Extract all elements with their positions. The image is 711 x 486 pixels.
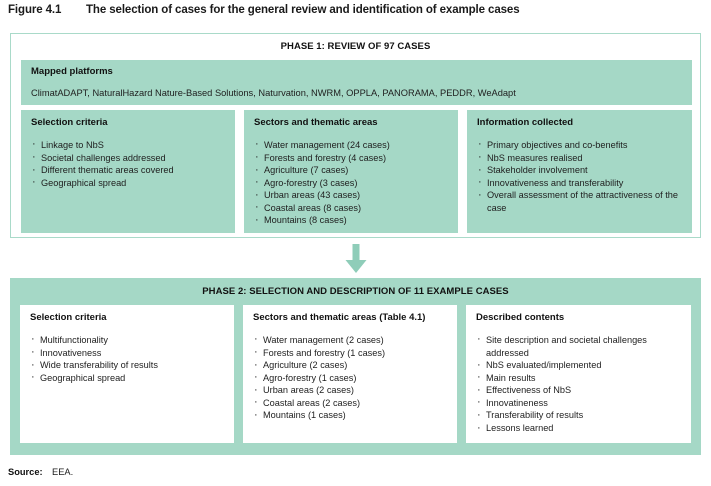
mapped-platforms-banner: Mapped platforms ClimatADAPT, NaturalHaz… (21, 60, 692, 105)
list-item: Multifunctionality (30, 333, 224, 347)
card-list: Linkage to NbS Societal challenges addre… (31, 138, 225, 190)
flow-arrow (0, 243, 711, 275)
figure-caption: Figure 4.1 The selection of cases for th… (8, 4, 703, 16)
phase-2-card-described-contents: Described contents Site description and … (466, 305, 691, 443)
list-item: Mountains (8 cases) (254, 214, 448, 227)
card-list: Site description and societal challenges… (476, 333, 681, 435)
list-item: Societal challenges addressed (31, 151, 225, 165)
mapped-platforms-heading: Mapped platforms (31, 66, 113, 77)
card-title: Information collected (477, 117, 574, 128)
list-item: Main results (476, 371, 681, 385)
list-item: Forests and forestry (1 cases) (253, 346, 447, 360)
phase-2-header: PHASE 2: SELECTION AND DESCRIPTION OF 11… (202, 286, 509, 297)
list-item: Urban areas (43 cases) (254, 189, 448, 202)
list-item: Coastal areas (2 cases) (253, 396, 447, 410)
list-item: Innovatineness (476, 396, 681, 410)
list-item: Lessons learned (476, 422, 681, 435)
list-item: Transferability of results (476, 409, 681, 422)
phase-2-container: PHASE 2: SELECTION AND DESCRIPTION OF 11… (10, 278, 701, 455)
list-item: Innovativeness and transferability (477, 176, 682, 190)
card-title: Selection criteria (30, 312, 107, 323)
list-item: Overall assessment of the attractiveness… (477, 189, 682, 214)
list-item: Geographical spread (30, 371, 224, 385)
phase-1-header: PHASE 1: REVIEW OF 97 CASES (280, 41, 431, 52)
list-item: Water management (2 cases) (253, 333, 447, 347)
card-title: Sectors and thematic areas (Table 4.1) (253, 312, 426, 323)
list-item: Agro-forestry (1 cases) (253, 371, 447, 385)
card-list: Multifunctionality Innovativeness Wide t… (30, 333, 224, 385)
list-item: Agriculture (2 cases) (253, 359, 447, 372)
phase-1-cards: Selection criteria Linkage to NbS Societ… (21, 110, 692, 233)
list-item: Water management (24 cases) (254, 138, 448, 152)
list-item: Site description and societal challenges… (476, 333, 681, 359)
card-title: Sectors and thematic areas (254, 117, 378, 128)
phase-1-card-information-collected: Information collected Primary objectives… (467, 110, 692, 233)
card-list: Water management (2 cases) Forests and f… (253, 333, 447, 422)
list-item: Forests and forestry (4 cases) (254, 151, 448, 165)
source-value: EEA. (52, 467, 74, 477)
list-item: Linkage to NbS (31, 138, 225, 152)
arrow-down-icon (345, 244, 366, 273)
list-item: Primary objectives and co-benefits (477, 138, 682, 152)
list-item: NbS evaluated/implemented (476, 359, 681, 372)
card-title: Described contents (476, 312, 565, 323)
phase-2-card-selection-criteria: Selection criteria Multifunctionality In… (20, 305, 234, 443)
source-line: Source: EEA. (8, 467, 73, 477)
list-item: Different thematic areas covered (31, 164, 225, 177)
phase-2-cards: Selection criteria Multifunctionality In… (20, 305, 691, 443)
list-item: Coastal areas (8 cases) (254, 201, 448, 215)
list-item: Agro-forestry (3 cases) (254, 176, 448, 190)
phase-1-card-selection-criteria: Selection criteria Linkage to NbS Societ… (21, 110, 235, 233)
phase-2-card-sectors-thematic-areas: Sectors and thematic areas (Table 4.1) W… (243, 305, 457, 443)
source-label: Source: (8, 467, 43, 477)
list-item: Effectiveness of NbS (476, 384, 681, 397)
figure-number: Figure 4.1 (8, 4, 62, 16)
list-item: Wide transferability of results (30, 359, 224, 372)
list-item: Stakeholder involvement (477, 164, 682, 177)
card-list: Primary objectives and co-benefits NbS m… (477, 138, 682, 215)
figure-title: The selection of cases for the general r… (86, 4, 520, 16)
list-item: NbS measures realised (477, 151, 682, 165)
list-item: Innovativeness (30, 346, 224, 360)
list-item: Mountains (1 cases) (253, 409, 447, 422)
card-title: Selection criteria (31, 117, 108, 128)
card-list: Water management (24 cases) Forests and … (254, 138, 448, 227)
mapped-platforms-text: ClimatADAPT, NaturalHazard Nature-Based … (31, 88, 516, 98)
list-item: Geographical spread (31, 176, 225, 190)
phase-1-container: PHASE 1: REVIEW OF 97 CASES Mapped platf… (10, 33, 701, 238)
list-item: Agriculture (7 cases) (254, 164, 448, 177)
list-item: Urban areas (2 cases) (253, 384, 447, 397)
phase-1-card-sectors-thematic-areas: Sectors and thematic areas Water managem… (244, 110, 458, 233)
